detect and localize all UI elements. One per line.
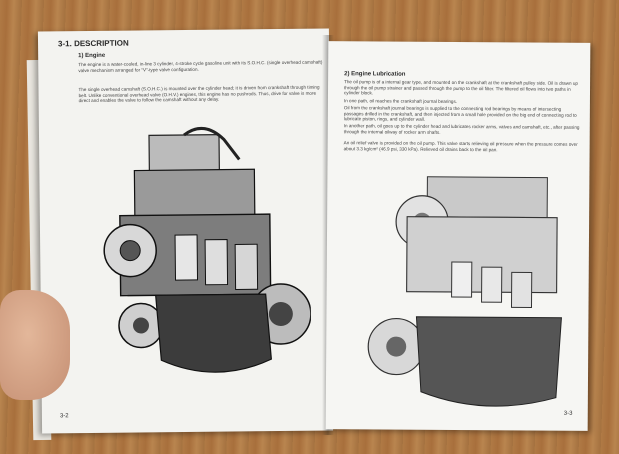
- lubrication-paragraph-1: The oil pump is of a internal gear type,…: [343, 79, 578, 96]
- lubrication-paragraph-2: In one path, oil reaches the crankshaft …: [343, 98, 458, 104]
- engine-paragraph-1: The engine is a water-cooled, in-line 3 …: [78, 59, 323, 73]
- lubrication-paragraph-3: Oil from the crankshaft journal bearings…: [343, 105, 577, 122]
- lubrication-subheading: 2) Engine Lubrication: [344, 71, 406, 78]
- hand-holding-page: [0, 290, 70, 400]
- engine-cutaway-illustration: [103, 127, 312, 373]
- lubrication-paragraph-4: In another path, oil goes up to the cyli…: [343, 123, 580, 135]
- left-page: 3-1. DESCRIPTION 1) Engine The engine is…: [37, 28, 334, 434]
- lubrication-illustration: [367, 176, 562, 407]
- lubrication-paragraph-5: An oil relief valve is provided on the o…: [343, 140, 578, 152]
- engine-subheading: 1) Engine: [78, 52, 106, 60]
- right-page: 2) Engine Lubrication The oil pump is of…: [325, 41, 591, 431]
- right-page-number: 3-3: [563, 410, 573, 417]
- engine-paragraph-2: The single overhead camshaft (S.O.H.C.) …: [78, 84, 320, 104]
- section-title: 3-1. DESCRIPTION: [57, 38, 129, 49]
- left-page-number: 3-2: [59, 413, 69, 420]
